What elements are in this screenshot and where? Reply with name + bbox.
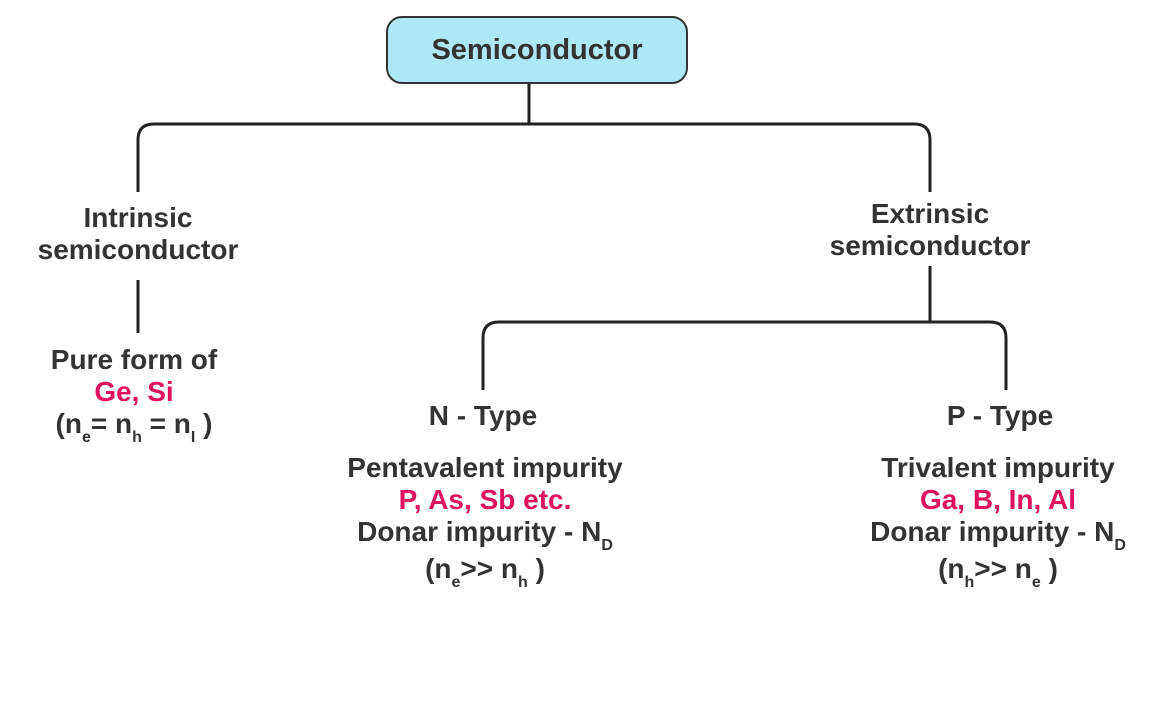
p-type-elements: Ga, B, In, Al (919, 484, 1077, 515)
level1-branch (136, 122, 932, 192)
n-type-relation: (ne>> nh ) (425, 553, 545, 591)
root-node-semiconductor: Semiconductor (386, 16, 688, 84)
level2-branch (481, 320, 1008, 390)
n-type-title: N - Type (428, 400, 538, 431)
n-type-description: Pentavalent impurity P, As, Sb etc. Dona… (310, 452, 660, 591)
p-type-impurity: Trivalent impurity (881, 452, 1115, 483)
p-type-relation: (nh>> ne ) (938, 553, 1058, 591)
intrinsic-description: Pure form of Ge, Si (ne= nh = nI ) (20, 344, 248, 446)
intrinsic-elements: Ge, Si (94, 376, 174, 407)
root-label: Semiconductor (431, 33, 643, 66)
extrinsic-title: Extrinsic semiconductor (829, 198, 1031, 261)
intrinsic-title: Intrinsic semiconductor (37, 202, 239, 265)
p-type-description: Trivalent impurity Ga, B, In, Al Donar i… (826, 452, 1170, 591)
p-type-title: P - Type (946, 400, 1054, 431)
p-type-donor: Donar impurity - ND (870, 516, 1126, 554)
n-type-donor: Donar impurity - ND (357, 516, 613, 554)
n-type-impurity: Pentavalent impurity (347, 452, 623, 483)
intrinsic-relation: (ne= nh = nI ) (55, 408, 213, 446)
n-type-elements: P, As, Sb etc. (398, 484, 572, 515)
